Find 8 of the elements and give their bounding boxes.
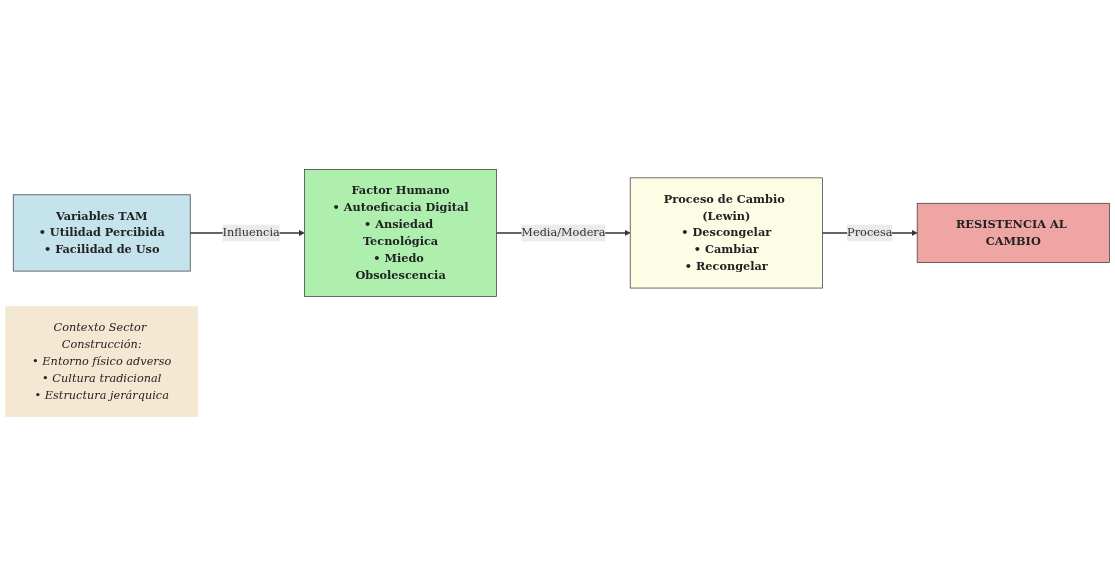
node-box: Contexto Sector Construcción: • Entorno físico adverso • Cultura tradicional • Estructura jerárquica <box>5 306 199 417</box>
node-box: Proceso de Cambio (Lewin) • Descongelar • Cambiar • Recongelar <box>629 177 823 289</box>
node-box: Variables TAM • Utilidad Percibida • Facilidad de Uso <box>12 194 191 272</box>
edge-label: Media/Modera <box>521 225 606 240</box>
node-box: Factor Humano • Autoeficacia Digital • Ansiedad Tecnológica • Miedo Obsolescencia <box>304 169 497 297</box>
edge-label: Influencia <box>222 225 280 240</box>
node-box: RESISTENCIA AL CAMBIO <box>916 202 1110 263</box>
edge-label: Procesa <box>847 225 893 240</box>
